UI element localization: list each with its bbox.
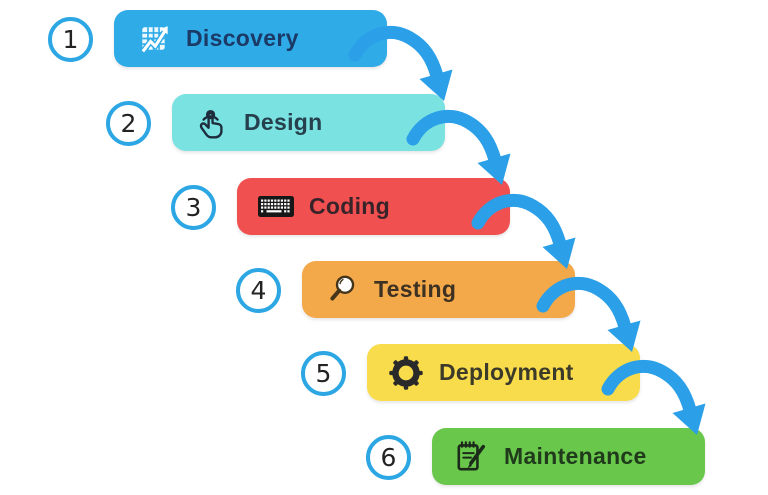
step-label: Design: [244, 109, 323, 135]
flow-arrow: [406, 109, 511, 185]
step-number: 1: [62, 25, 79, 54]
flow-arrow: [536, 276, 641, 352]
step-number-badge-coding: 3: [171, 185, 216, 230]
step-label: Discovery: [186, 25, 299, 51]
step-bar-discovery: Discovery: [114, 10, 387, 67]
step-number: 4: [250, 276, 267, 305]
step-bar-testing: Testing: [302, 261, 575, 318]
step-label: Testing: [374, 276, 457, 302]
flow-arrow: [601, 359, 706, 435]
step-number-badge-maintenance: 6: [366, 435, 411, 480]
step-number-badge-discovery: 1: [48, 17, 93, 62]
step-number: 6: [380, 443, 397, 472]
step-bar-coding: Coding: [237, 178, 510, 235]
step-number: 5: [315, 359, 332, 388]
chart-icon: [133, 19, 173, 59]
step-bar-maintenance: Maintenance: [432, 428, 705, 485]
magnifier-icon: [321, 270, 361, 310]
flow-arrow-wrapper: [536, 276, 644, 359]
step-number: 3: [185, 193, 202, 222]
flow-arrow-wrapper: [471, 193, 579, 276]
step-label: Maintenance: [504, 443, 647, 469]
step-number-badge-testing: 4: [236, 268, 281, 313]
step-label: Coding: [309, 193, 390, 219]
notepad-pencil-icon: [451, 437, 491, 477]
flow-arrow: [471, 193, 576, 269]
flow-arrow-wrapper: [406, 109, 514, 192]
flow-arrow: [348, 25, 453, 101]
flow-arrow-wrapper: [348, 25, 456, 108]
step-number-badge-design: 2: [106, 101, 151, 146]
step-bar-design: Design: [172, 94, 445, 151]
flow-arrow-wrapper: [601, 359, 709, 442]
step-bar-deployment: Deployment: [367, 344, 640, 401]
keyboard-icon: [256, 187, 296, 227]
step-number-badge-deployment: 5: [301, 351, 346, 396]
step-label: Deployment: [439, 359, 574, 385]
step-number: 2: [120, 109, 137, 138]
gear-icon: [386, 353, 426, 393]
tap-hand-icon: [191, 103, 231, 143]
